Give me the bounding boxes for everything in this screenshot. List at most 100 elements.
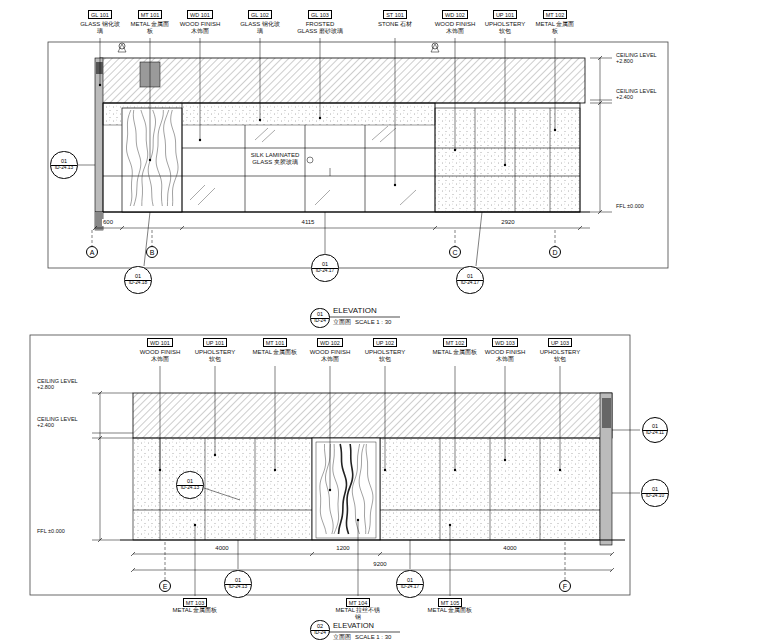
callout-half: ID-24.11 [643,431,668,443]
callout-half: ID-24.17 [457,281,482,293]
elevation-one [96,62,103,74]
section-callout: 01ID-24.13 [224,570,251,597]
material-note: WOOD FINISH 木饰面 [136,349,184,363]
callout-half: 01 [457,267,482,280]
grid-letter: B [150,249,155,256]
grid-bubble: A [86,246,98,258]
leader-dot [329,489,331,491]
material-code: WD 103 [492,338,518,347]
material-code: UP 103 [548,338,572,347]
elevation-one [103,103,580,212]
material-code: WD 101 [187,10,213,19]
sheet-reference: ID-24 [314,319,326,324]
callout-half: ID-24 [311,631,328,639]
grid-bubble: E [159,580,171,592]
material-code: WD 101 [147,338,173,347]
glass-reflection-line [400,190,416,205]
elevation-one [245,125,246,212]
glass-reflection-line [380,128,396,142]
callout-number: 01 [317,312,323,318]
callout-half: ID-24 [311,319,328,327]
elevation-two [30,335,630,595]
wood-grain-line [141,110,148,206]
callout-half: 01 [312,255,337,268]
elevation-two [312,438,380,540]
callout-half: ID-24.10 [642,494,667,506]
wood-grain-line [126,110,132,206]
elevation-one [307,157,313,163]
material-code: WD 102 [317,338,343,347]
elevation-one [48,42,668,268]
leader-line [195,520,450,596]
section-callout: 01ID-24.18 [124,266,151,293]
view-title: ELEVATION [332,306,378,315]
wood-grain-line [339,444,347,534]
leader-dot [454,469,456,471]
sheet-reference: ID-24 [314,631,326,636]
callout-half: 01 [177,472,202,485]
elevation-two [133,554,612,555]
elevation-one [435,103,436,212]
leader-dot [99,84,556,186]
grid-bubble: B [146,246,158,258]
elevation-two [120,539,625,540]
callout-number: 01 [652,424,658,430]
elevation-one [92,230,555,246]
material-note: METAL 金属面板 [251,349,299,356]
material-code: UP 101 [203,338,227,347]
callout-half: ID-24.13 [225,585,250,597]
material-note: WOOD FINISH 木饰面 [481,349,529,363]
material-code: MT 105 [438,598,463,607]
elevation-two [133,570,612,571]
glass-reflection-line [198,188,215,205]
material-note: UPHOLSTERY 软包 [536,349,584,363]
leader-line [160,366,560,490]
elevation-two [600,393,612,545]
dimension: 4000 [502,545,517,552]
elevation-one [550,108,551,212]
leader-dot [149,159,151,161]
material-note: STONE 石材 [375,21,415,28]
grid-letter: F [563,583,567,590]
material-note: UPHOLSTERY 软包 [191,349,239,363]
dimension: 4000 [214,545,229,552]
elevation-one [48,42,668,268]
section-callout: 01ID-24.17 [311,254,338,281]
leader-line [77,38,555,266]
sheet-reference: ID-24.13 [229,585,247,590]
elevation-one [100,58,585,103]
section-callout: 01ID-24 [310,308,329,327]
callout-half: F [560,581,570,591]
callout-half: 01 [225,571,250,584]
material-note: WOOD FINISH 木饰面 [178,21,222,35]
callout-half: A [87,247,97,257]
title-underline [329,632,400,633]
elevation-two [133,393,612,438]
material-code: MT 104 [346,598,371,607]
elevation-one [590,58,612,212]
leader-dot [504,164,506,166]
wood-grain-line [346,444,352,534]
sheet-reference: ID-24.11 [646,431,664,436]
material-note: METAL 金属面板 [431,349,479,356]
material-code: GL 101 [88,10,112,19]
sheet-reference: ID-24.17 [316,269,334,274]
material-code: MT 102 [543,10,568,19]
elevation-one [182,148,580,149]
elevation-one [95,211,590,212]
elevation-one [122,108,182,212]
callout-half: 01 [51,152,76,165]
level-note: CEILING LEVEL +2.400 [615,88,665,101]
sheet-reference: ID-24.13 [55,166,73,171]
wood-grain-line [325,444,333,534]
callout-half: ID-24.17 [397,585,422,597]
scale-note: SCALE 1 : 30 [354,634,392,641]
sheet-reference: ID-24.10 [646,494,664,499]
elevation-one [600,58,601,212]
material-note: GLASS 钢化玻璃 [78,21,122,35]
title-underline [329,317,400,318]
wood-grain [126,110,178,206]
elevation-two [160,438,540,540]
material-note: METAL 金属面板 [426,607,474,614]
material-code: WD 102 [442,10,468,19]
